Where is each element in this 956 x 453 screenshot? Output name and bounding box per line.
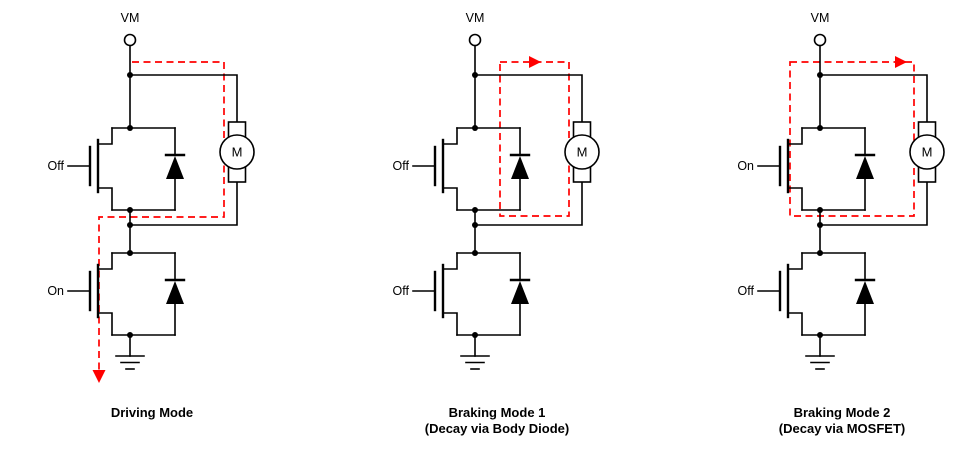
vm-label: VM [466, 11, 485, 25]
vm-terminal [468, 33, 482, 47]
caption-line2: (Decay via MOSFET) [779, 421, 905, 436]
high-side-mosfet [412, 127, 531, 211]
high-side-gate-label: Off [393, 159, 410, 173]
motor-symbol: M [909, 121, 945, 183]
panel-driving-mode: VM Off [47, 11, 255, 420]
vm-terminal [813, 33, 827, 47]
current-arrow-right-icon [895, 56, 907, 68]
body-diode-icon [164, 252, 186, 336]
high-side-mosfet [67, 127, 186, 211]
current-flow-path [499, 56, 570, 217]
current-arrow-right-icon [529, 56, 541, 68]
body-diode-icon [509, 252, 531, 336]
current-path [499, 61, 570, 217]
current-path [98, 61, 225, 371]
motor-symbol: M [564, 121, 600, 183]
low-side-mosfet [757, 252, 876, 336]
high-side-gate-label: On [737, 159, 754, 173]
high-side-mosfet [757, 127, 876, 211]
wires [819, 44, 928, 357]
vm-terminal [123, 33, 137, 47]
motor-label: M [922, 145, 933, 160]
caption-line1: Driving Mode [111, 405, 193, 420]
wires [474, 44, 583, 357]
motor-symbol: M [219, 121, 255, 183]
body-diode-icon [509, 127, 531, 211]
junction-dots [472, 72, 478, 338]
ground-icon [115, 355, 145, 370]
wires [129, 44, 238, 357]
low-side-mosfet [67, 252, 186, 336]
panel-braking-mode-2: VM On [737, 11, 945, 436]
vm-label: VM [121, 11, 140, 25]
ground-icon [460, 355, 490, 370]
motor-label: M [577, 145, 588, 160]
panel-braking-mode-1: VM Off [393, 11, 600, 436]
body-diode-icon [854, 252, 876, 336]
caption-line1: Braking Mode 1 [449, 405, 546, 420]
current-arrow-down-icon [92, 370, 106, 383]
vm-label: VM [811, 11, 830, 25]
current-flow-path [92, 61, 225, 383]
ground-icon [805, 355, 835, 370]
low-side-gate-label: On [47, 284, 64, 298]
junction-dots [817, 72, 823, 338]
low-side-gate-label: Off [393, 284, 410, 298]
caption-line1: Braking Mode 2 [794, 405, 891, 420]
high-side-gate-label: Off [48, 159, 65, 173]
current-flow-path [789, 56, 915, 217]
junction-dots [127, 72, 133, 338]
motor-label: M [232, 145, 243, 160]
current-path [789, 61, 915, 217]
body-diode-icon [164, 127, 186, 211]
low-side-gate-label: Off [738, 284, 755, 298]
low-side-mosfet [412, 252, 531, 336]
body-diode-icon [854, 127, 876, 211]
caption-line2: (Decay via Body Diode) [425, 421, 570, 436]
